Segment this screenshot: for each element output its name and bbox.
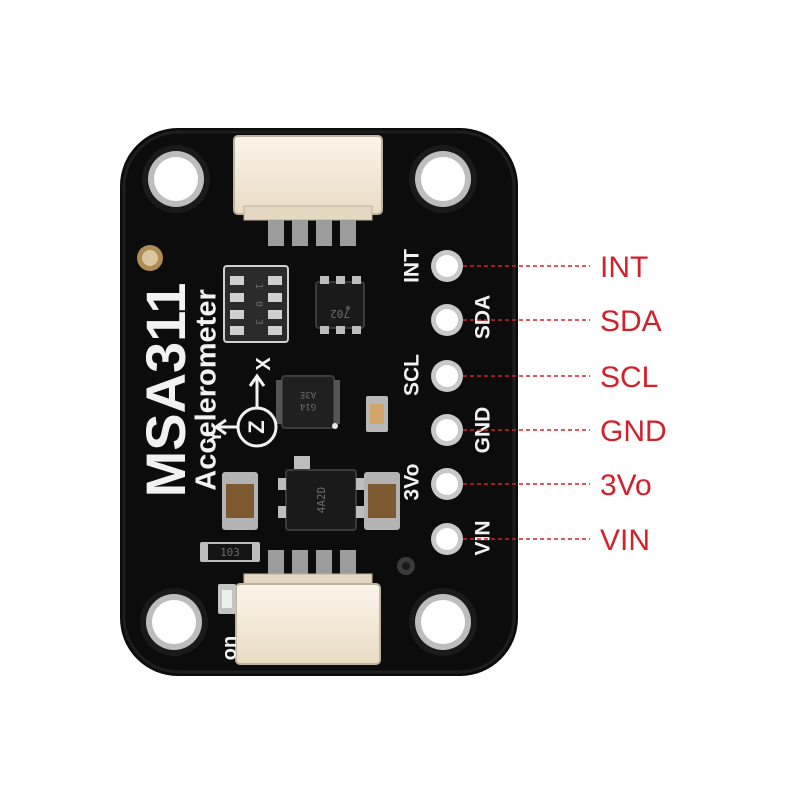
callout-3vo: 3Vo: [600, 469, 652, 502]
callout-scl: SCL: [600, 361, 658, 394]
mounting-hole-bottom-right: [409, 588, 477, 656]
mounting-hole-top-left: [142, 145, 210, 213]
pin-hole-sda: [431, 304, 463, 336]
axis-z-label: Z: [244, 420, 269, 433]
board-subtitle: Accelerometer: [191, 289, 223, 491]
callout-int: INT: [600, 251, 648, 284]
resistor-array-marking-2: 0: [253, 301, 264, 307]
power-led: [218, 584, 236, 614]
axis-indicator: [213, 373, 278, 448]
resistor-marking: 103: [220, 546, 240, 559]
resistor-array-chip: 1 0 3: [223, 265, 289, 343]
header-pin-holes: [431, 250, 463, 555]
pin-hole-gnd: [431, 414, 463, 446]
silk-pin-vin: VIN: [472, 520, 495, 555]
silk-pin-int: INT: [401, 249, 424, 283]
pin-callout-labels: INT SDA SCL GND 3Vo VIN: [600, 251, 667, 557]
axis-x-label: X: [253, 357, 275, 371]
top-ic-marking: 702: [330, 307, 350, 320]
regulator-marking: 4A2D: [315, 487, 328, 514]
on-label: on: [219, 636, 241, 660]
stemma-qt-connector-top: [233, 135, 383, 246]
pin-silk-labels: INT SDA SCL GND 3Vo VIN: [401, 249, 495, 556]
stemma-qt-connector-bottom: [235, 550, 381, 665]
mounting-hole-top-right: [409, 145, 477, 213]
resistor-array-marking-3: 3: [253, 319, 264, 325]
pin-hole-scl: [431, 360, 463, 392]
silk-pin-scl: SCL: [401, 354, 424, 396]
silk-pin-gnd: GND: [472, 407, 495, 454]
resistor-array-marking-1: 1: [253, 283, 264, 289]
board-title: MSA311: [134, 283, 197, 498]
voltage-regulator-chip: 4A2D: [278, 456, 364, 531]
silk-pin-3vo: 3Vo: [401, 464, 424, 501]
callout-gnd: GND: [600, 415, 667, 448]
sensor-marking-1: A3E: [300, 389, 316, 399]
resistor-103: 103: [200, 542, 260, 562]
callout-sda: SDA: [600, 305, 662, 338]
capacitor-right: [364, 472, 400, 530]
pin-callout-lines: [463, 265, 590, 540]
sensor-marking-2: G14: [300, 401, 316, 411]
axis-y-label: Y: [204, 430, 226, 444]
pin-hole-3vo: [431, 468, 463, 500]
silk-pin-sda: SDA: [472, 295, 495, 339]
callout-vin: VIN: [600, 524, 650, 557]
capacitor-left: [222, 472, 258, 530]
small-ic-top: 702: [315, 276, 365, 334]
mounting-hole-bottom-left: [140, 588, 208, 656]
capacitor-small: [366, 396, 388, 432]
pin-hole-vin: [431, 523, 463, 555]
accelerometer-sensor-chip: A3E G14: [276, 375, 340, 429]
pin-hole-int: [431, 250, 463, 282]
